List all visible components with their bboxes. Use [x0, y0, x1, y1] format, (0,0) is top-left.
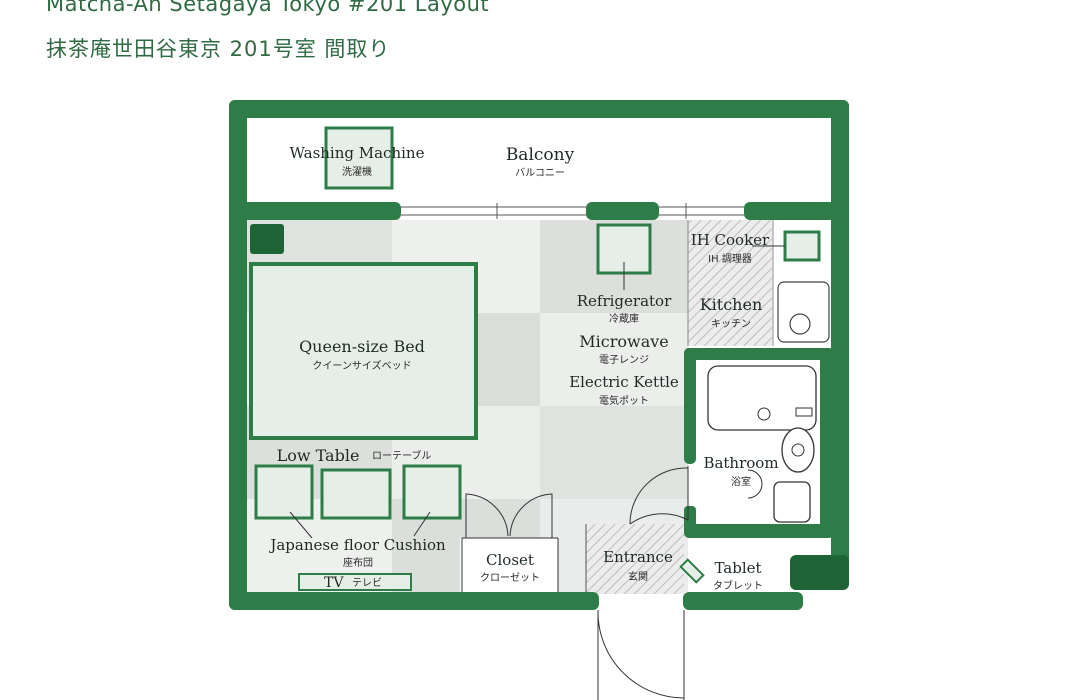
balcony-label: Balcony: [506, 145, 575, 165]
toilet: [773, 481, 811, 523]
closet-label-ja: クローゼット: [480, 572, 540, 584]
walls: [229, 100, 849, 610]
bathtub-drain: [757, 407, 771, 421]
kitchen-label-ja: キッチン: [711, 318, 751, 330]
cushion-label-ja: 座布団: [343, 556, 373, 569]
ih-cooker-box: [783, 230, 821, 262]
low-table-label-ja: ローテーブル: [372, 449, 431, 462]
bathroom-label-ja: 浴室: [731, 475, 751, 488]
microwave-label: Microwave: [579, 332, 668, 351]
cushion-label: Japanese floor Cushion: [268, 536, 446, 554]
bathtub: [707, 365, 817, 431]
tv-label-ja: テレビ: [352, 577, 382, 589]
low-table: [320, 468, 392, 520]
washing-machine-label-ja: 洗濯機: [342, 165, 372, 178]
kettle-label: Electric Kettle: [569, 373, 679, 391]
page-title-ja: 抹茶庵世田谷東京 201号室 間取り: [46, 37, 391, 61]
microwave-label-ja: 電子レンジ: [599, 354, 649, 366]
refrigerator-label: Refrigerator: [577, 292, 672, 310]
balcony-label-ja: バルコニー: [515, 167, 565, 179]
balcony-windows: [401, 203, 744, 219]
bathroom-door: [629, 466, 689, 525]
faucet: [795, 407, 813, 417]
wash-basin: [781, 427, 815, 473]
kettle-label-ja: 電気ポット: [599, 394, 649, 407]
page-title-en: Matcha-An Setagaya Tokyo #201 Layout: [46, 0, 490, 16]
bed-label: Queen-size Bed: [299, 337, 425, 356]
ih-cooker-label: IH Cooker: [691, 231, 770, 249]
queen-bed: [249, 262, 478, 440]
entrance-label-ja: 玄関: [628, 570, 648, 583]
bed-label-ja: クイーンサイズベッド: [312, 359, 411, 372]
entrance-label: Entrance: [603, 548, 673, 566]
closet-label: Closet: [486, 551, 534, 569]
cushion-right: [402, 464, 462, 520]
sink-drain: [789, 313, 811, 335]
ih-cooker-label-ja: IH 調理器: [708, 252, 752, 265]
tv-label: TV: [324, 575, 344, 591]
tablet-label-ja: タブレット: [713, 579, 763, 592]
closet-area: [460, 538, 558, 592]
tablet-label: Tablet: [714, 559, 761, 577]
washing-machine-box: [324, 126, 394, 190]
bathroom-label: Bathroom: [703, 454, 778, 472]
refrigerator-label-ja: 冷蔵庫: [609, 312, 639, 325]
washing-machine-label: Washing Machine: [290, 144, 425, 162]
low-table-label: Low Table: [277, 446, 360, 465]
kitchen-label: Kitchen: [700, 295, 763, 314]
kitchen-floor: [688, 220, 772, 346]
closet-doors: [461, 493, 559, 592]
cushion-left: [254, 464, 314, 520]
entrance-floor: [586, 524, 684, 594]
tablet-device: [679, 558, 705, 584]
front-door[interactable]: [597, 610, 685, 700]
tv-unit: [298, 573, 412, 591]
